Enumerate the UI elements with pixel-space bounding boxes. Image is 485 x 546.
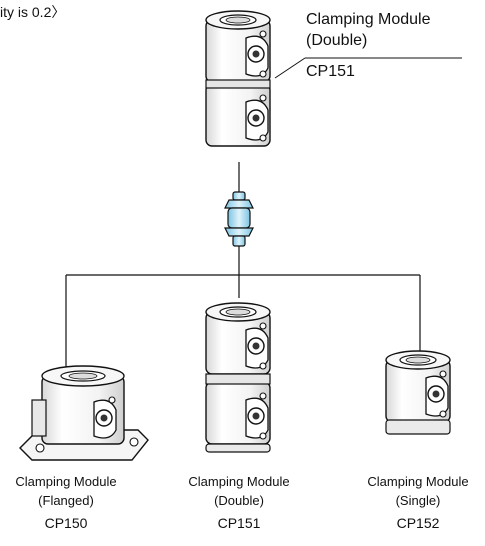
double-module-drawing xyxy=(205,302,271,453)
top-module-name-line1: Clamping Module xyxy=(306,11,431,28)
module-code: CP150 xyxy=(44,515,88,531)
connector-pin-drawing xyxy=(224,191,254,247)
module-variant: (Single) xyxy=(395,493,441,508)
header-fragment: ity is 0.2〉 xyxy=(0,4,66,20)
top-module-code: CP151 xyxy=(306,63,355,80)
module-caption-single: Clamping Module (Single) CP152 xyxy=(358,472,478,533)
module-name: Clamping Module xyxy=(15,474,117,489)
top-label-leader xyxy=(274,57,306,79)
module-variant: (Flanged) xyxy=(38,493,94,508)
top-double-module-drawing xyxy=(205,10,271,147)
single-module-drawing xyxy=(385,350,451,435)
module-caption-flanged: Clamping Module (Flanged) CP150 xyxy=(6,472,126,533)
module-code: CP151 xyxy=(217,515,261,531)
top-module-name-line2: (Double) xyxy=(306,32,368,49)
flanged-module-drawing xyxy=(19,365,149,461)
module-name: Clamping Module xyxy=(367,474,469,489)
module-caption-double: Clamping Module (Double) CP151 xyxy=(179,472,299,533)
module-variant: (Double) xyxy=(214,493,264,508)
module-code: CP152 xyxy=(396,515,440,531)
module-name: Clamping Module xyxy=(188,474,290,489)
